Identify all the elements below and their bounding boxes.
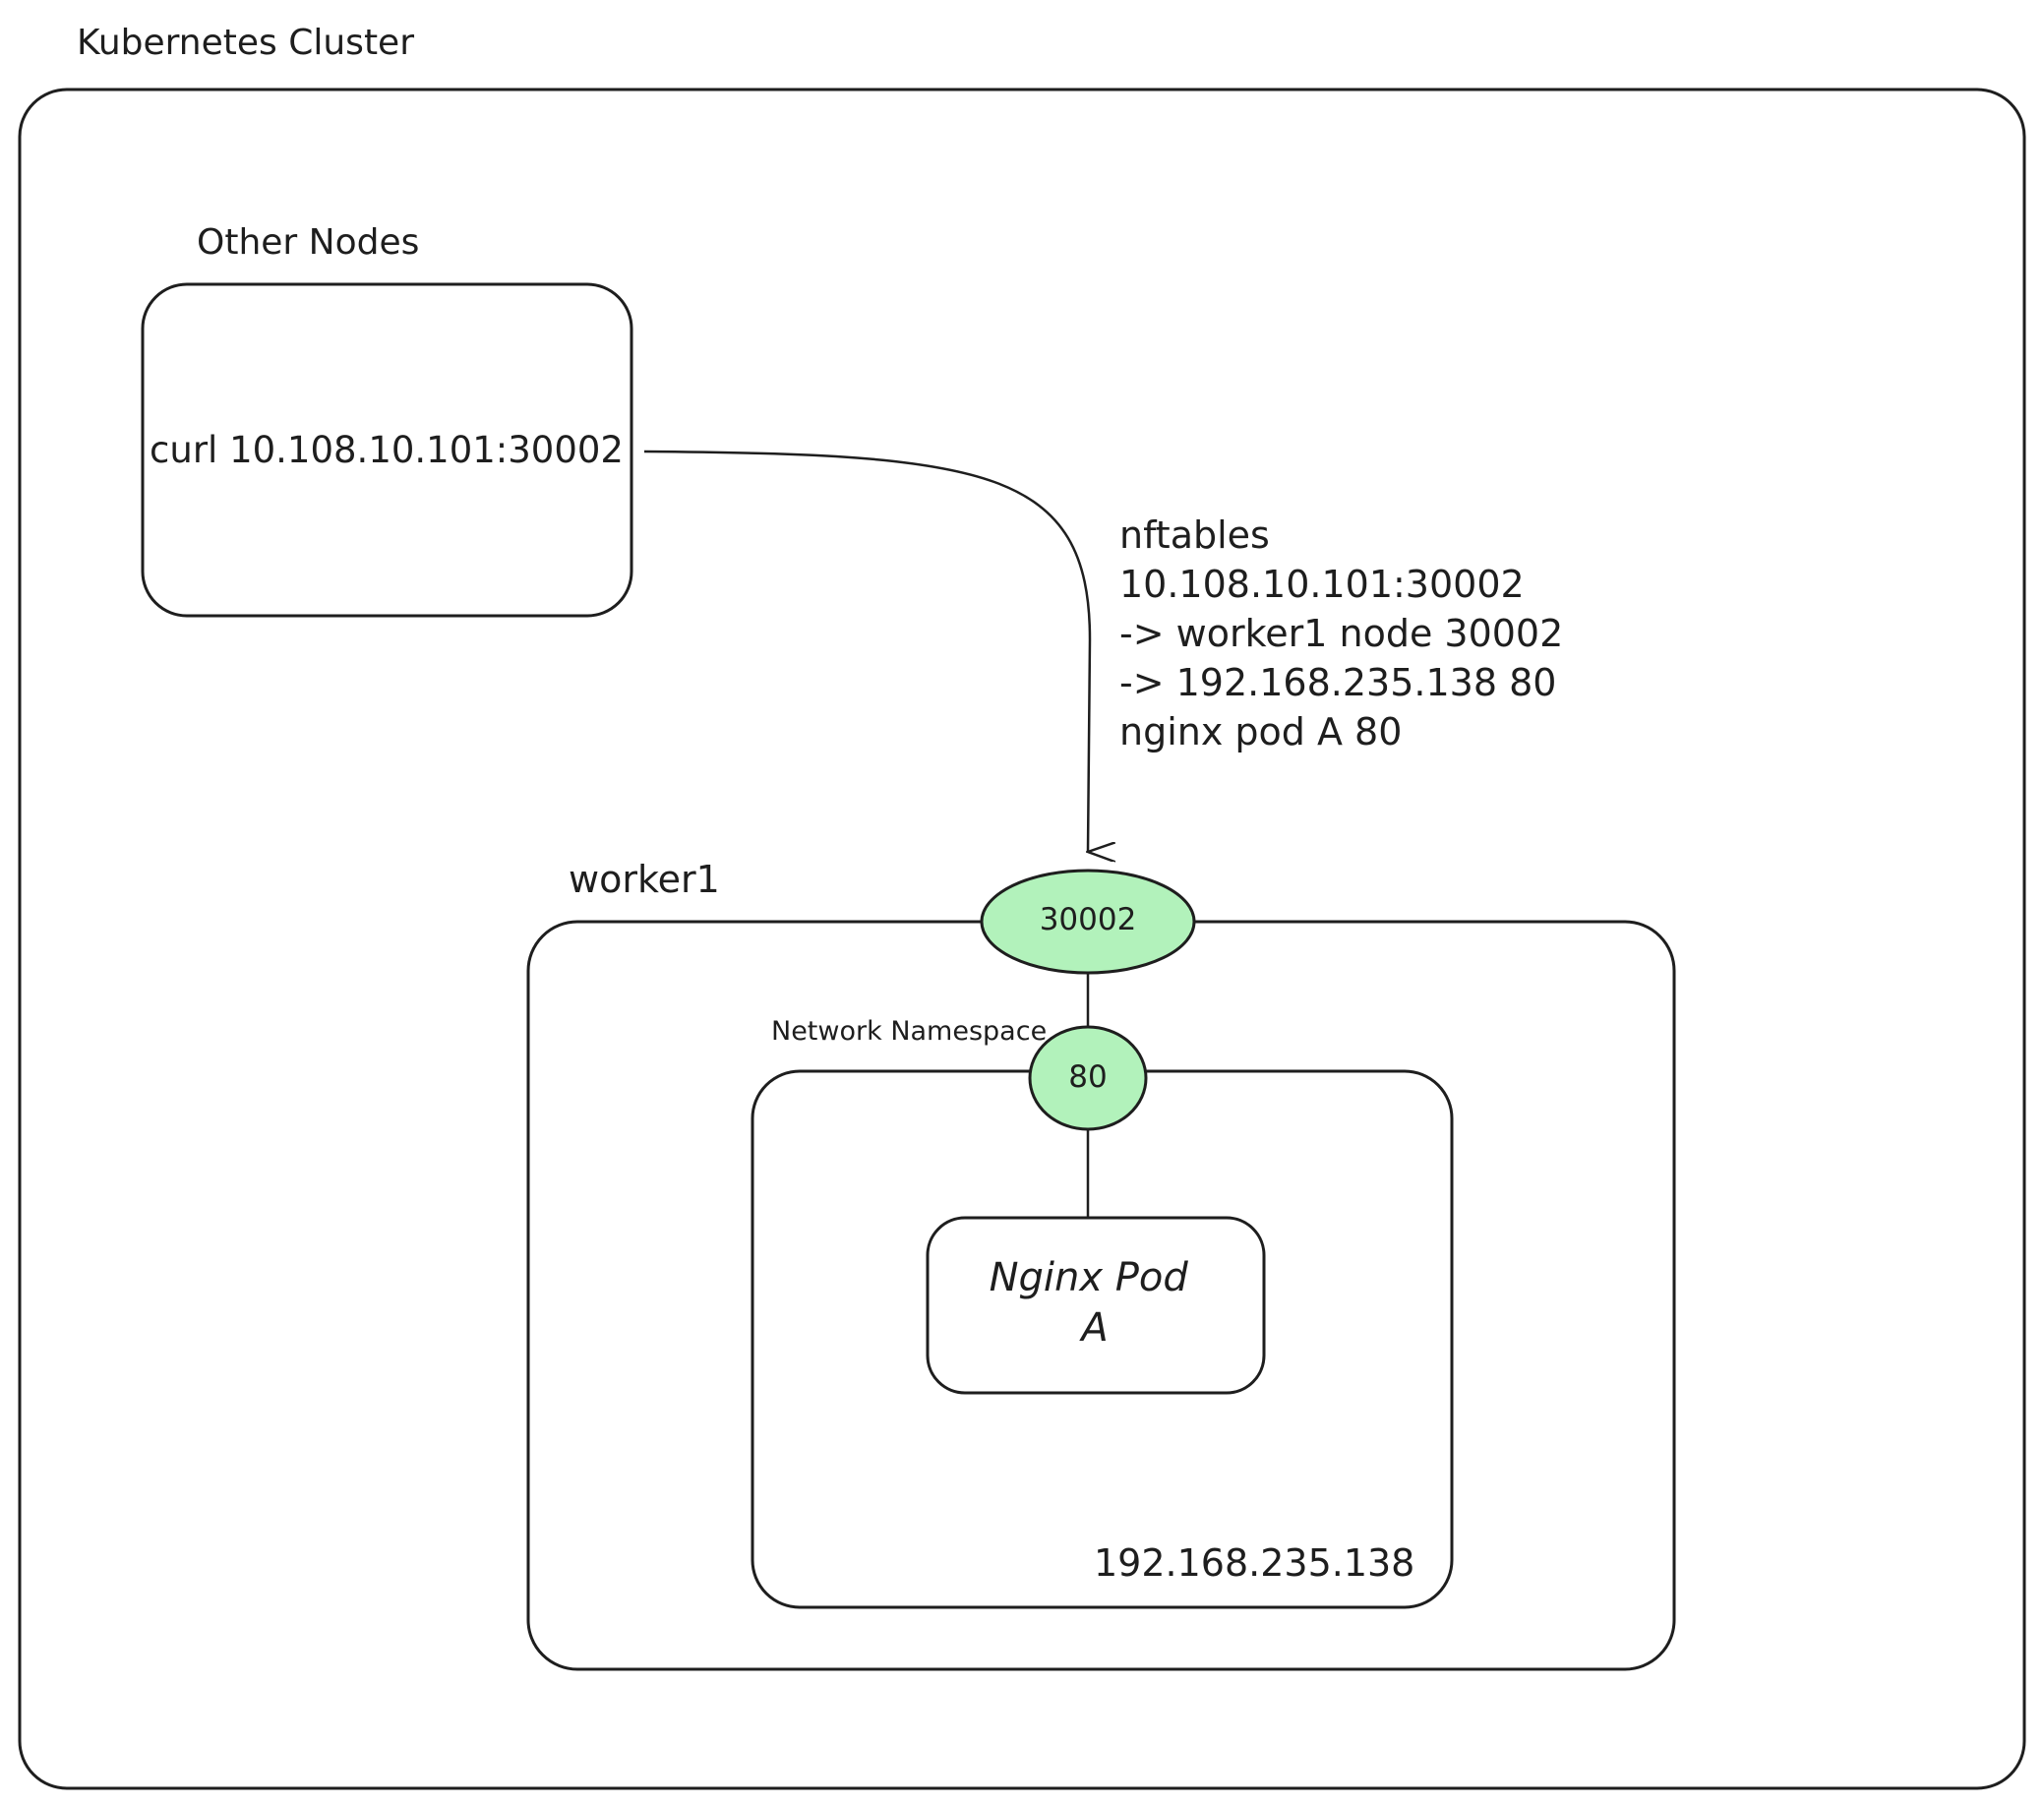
node-port-label: 30002 xyxy=(1040,902,1137,937)
other-nodes-title: Other Nodes xyxy=(197,222,419,263)
cluster-frame xyxy=(18,88,2026,1790)
other-nodes-box xyxy=(141,282,633,618)
nftables-line: 10.108.10.101:30002 xyxy=(1119,563,1525,606)
pod-label-line: Nginx Pod xyxy=(990,1255,1189,1300)
nftables-line: nginx pod A 80 xyxy=(1119,710,1402,753)
nginx-pod-box xyxy=(926,1216,1266,1395)
pod-port-ellipse xyxy=(1028,1025,1148,1131)
nginx-pod-label: Nginx Pod A xyxy=(990,1255,1201,1351)
traffic-arrow xyxy=(643,450,1090,852)
namespace-title: Network Namespace xyxy=(771,1016,1047,1047)
pod-ip-label: 192.168.235.138 xyxy=(1094,1541,1414,1585)
nftables-line: nftables xyxy=(1119,513,1270,557)
pod-label-line: A xyxy=(1078,1305,1108,1351)
nftables-note: nftables 10.108.10.101:30002 -> worker1 … xyxy=(1119,513,1575,753)
curl-command: curl 10.108.10.101:30002 xyxy=(150,429,624,471)
nftables-line: -> 192.168.235.138 80 xyxy=(1119,661,1556,704)
node-port-ellipse xyxy=(980,869,1196,975)
pod-port-label: 80 xyxy=(1068,1059,1107,1095)
nftables-line: -> worker1 node 30002 xyxy=(1119,612,1563,655)
worker-title: worker1 xyxy=(569,858,720,901)
cluster-title: Kubernetes Cluster xyxy=(77,23,414,63)
